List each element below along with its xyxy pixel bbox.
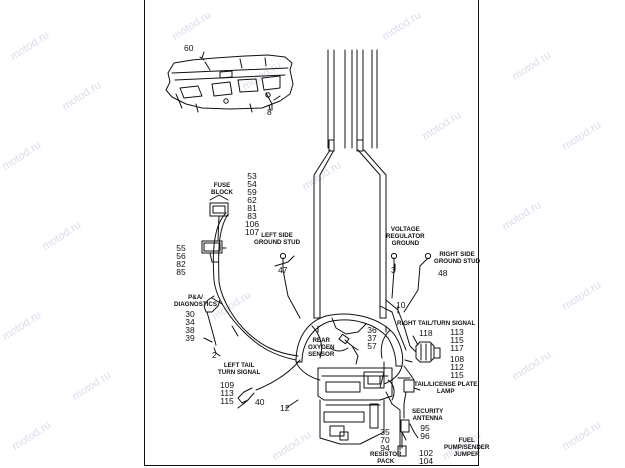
frame-rails [313, 49, 387, 319]
callout-8: 8 [267, 107, 272, 117]
callout-3: 3 [391, 265, 396, 275]
label-resistor-pack: RESISTOR PACK [370, 451, 402, 465]
battery-tray-drawing [317, 361, 401, 451]
callout-group-security-antenna: 95 96 [420, 423, 430, 441]
callout-48: 48 [438, 268, 448, 278]
callout-2: 2 [212, 350, 217, 360]
label-rear-oxygen-sensor: REAR OXYGEN SENSOR [308, 337, 335, 358]
callout-group-resistor-pack: 35 70 94 [380, 427, 390, 453]
label-tail-license-plate-lamp: TAIL/LICENSE PLATE LAMP [414, 381, 478, 395]
callout-group-right-tail: 113 115 117 [450, 327, 464, 353]
callout-10: 10 [396, 300, 406, 310]
callout-12: 12 [280, 403, 290, 413]
callout-group-diagnostics: 30 34 38 39 [185, 309, 195, 343]
diagram-frame [144, 0, 479, 466]
callout-group-relay: 55 56 82 85 [176, 243, 186, 277]
leader-lines [199, 56, 421, 441]
callout-group-fuse-block: 53 54 59 62 81 83 106 107 [244, 171, 260, 237]
label-fuse-block: FUSE BLOCK [211, 182, 233, 196]
label-right-side-ground-stud: RIGHT SIDE GROUND STUD [434, 251, 481, 265]
label-left-tail-turn-signal: LEFT TAIL TURN SIGNAL [218, 362, 261, 376]
fuse-block-drawing [201, 194, 229, 263]
callout-40: 40 [255, 397, 265, 407]
callout-group-license-lamp: 108 112 115 [449, 354, 465, 380]
fairing-bracket-drawing [165, 51, 294, 113]
callout-group-left-tail: 109 113 115 [219, 380, 235, 406]
callout-group-fuel-pump-jumper: 102 104 [418, 448, 434, 466]
left-harness-wires [203, 212, 301, 409]
label-fuel-pump-sender-jumper: FUEL PUMP/SENDER JUMPER [444, 437, 490, 458]
callout-60: 60 [184, 43, 194, 53]
oxygen-sensor-drawing [329, 333, 359, 365]
label-security-antenna: SECURITY ANTENNA [412, 408, 444, 422]
callout-47: 47 [278, 265, 288, 275]
callout-group-oxygen-sensor: 36 37 57 [367, 325, 377, 351]
label-right-tail-turn-signal: RIGHT TAIL/TURN SIGNAL [397, 320, 476, 327]
label-left-side-ground-stud: LEFT SIDE GROUND STUD [254, 232, 301, 246]
right-harness-wires [379, 252, 441, 457]
callout-118: 118 [419, 328, 433, 338]
label-voltage-regulator-ground: VOLTAGE REGULATOR GROUND [386, 226, 425, 247]
rear-fender-drawing [295, 313, 404, 385]
label-p-and-a-diagnostics: P&A/ DIAGNOSTICS [174, 294, 217, 308]
